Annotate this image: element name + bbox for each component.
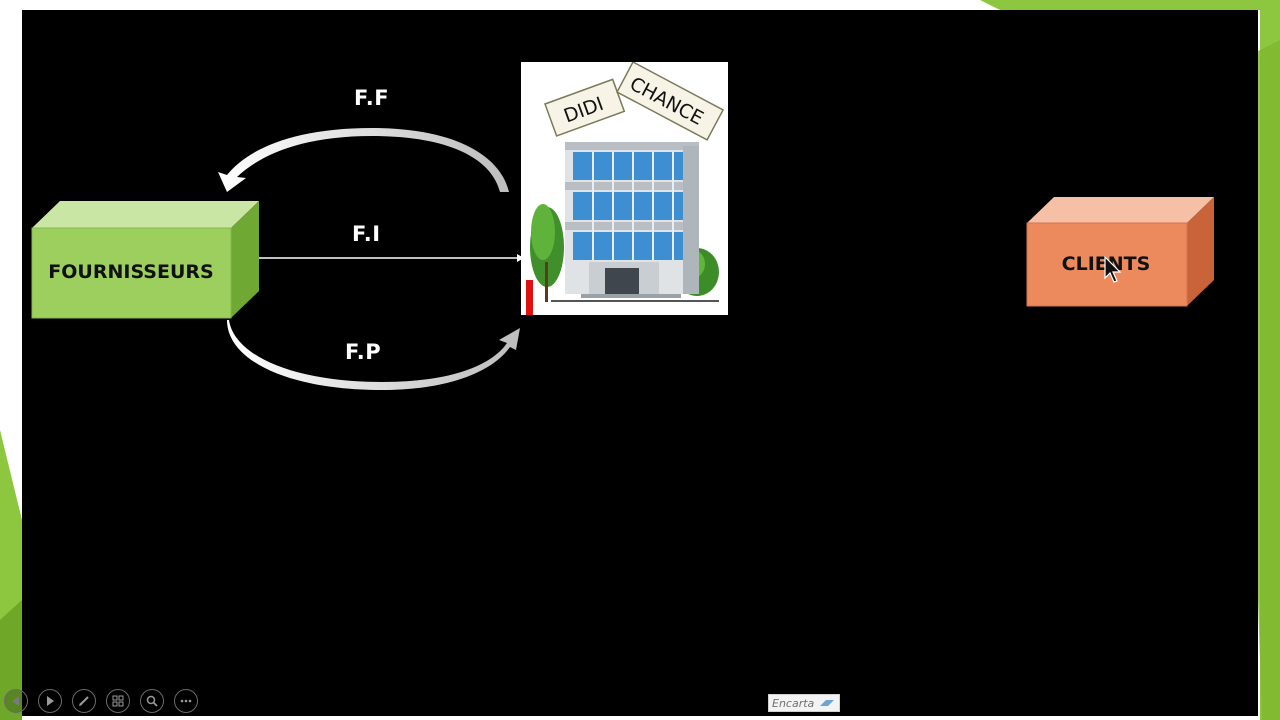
flow-arrows bbox=[218, 128, 524, 390]
flow-label-f-i: F.I bbox=[352, 222, 381, 246]
flow-label-f-p: F.P bbox=[345, 340, 382, 364]
pen-icon bbox=[79, 696, 89, 706]
see-all-slides-button[interactable] bbox=[106, 689, 130, 713]
zoom-icon bbox=[146, 695, 158, 707]
encarta-watermark: Encarta bbox=[768, 694, 840, 712]
suppliers-label: FOURNISSEURS bbox=[48, 261, 214, 283]
previous-icon bbox=[12, 696, 19, 706]
slideshow-toolbar bbox=[4, 689, 198, 715]
pen-button[interactable] bbox=[72, 689, 96, 713]
watermark-logo-icon bbox=[820, 700, 835, 706]
presentation-slide: F.F F.I F.P FOURNISSEURS CLIENTS bbox=[22, 10, 1258, 716]
arrow-f-f bbox=[218, 128, 509, 192]
clients-box bbox=[1026, 197, 1214, 307]
mouse-cursor-icon bbox=[1104, 256, 1122, 283]
play-icon bbox=[47, 696, 54, 706]
watermark-text: Encarta bbox=[772, 696, 815, 710]
suppliers-box bbox=[31, 201, 259, 319]
more-icon bbox=[180, 699, 192, 703]
zoom-button[interactable] bbox=[140, 689, 164, 713]
previous-button[interactable] bbox=[4, 689, 28, 713]
next-button[interactable] bbox=[38, 689, 62, 713]
company-building-image: DIDI CHANCE bbox=[521, 60, 728, 315]
flow-label-f-f: F.F bbox=[354, 86, 390, 110]
slides-icon bbox=[112, 695, 124, 707]
more-options-button[interactable] bbox=[174, 689, 198, 713]
